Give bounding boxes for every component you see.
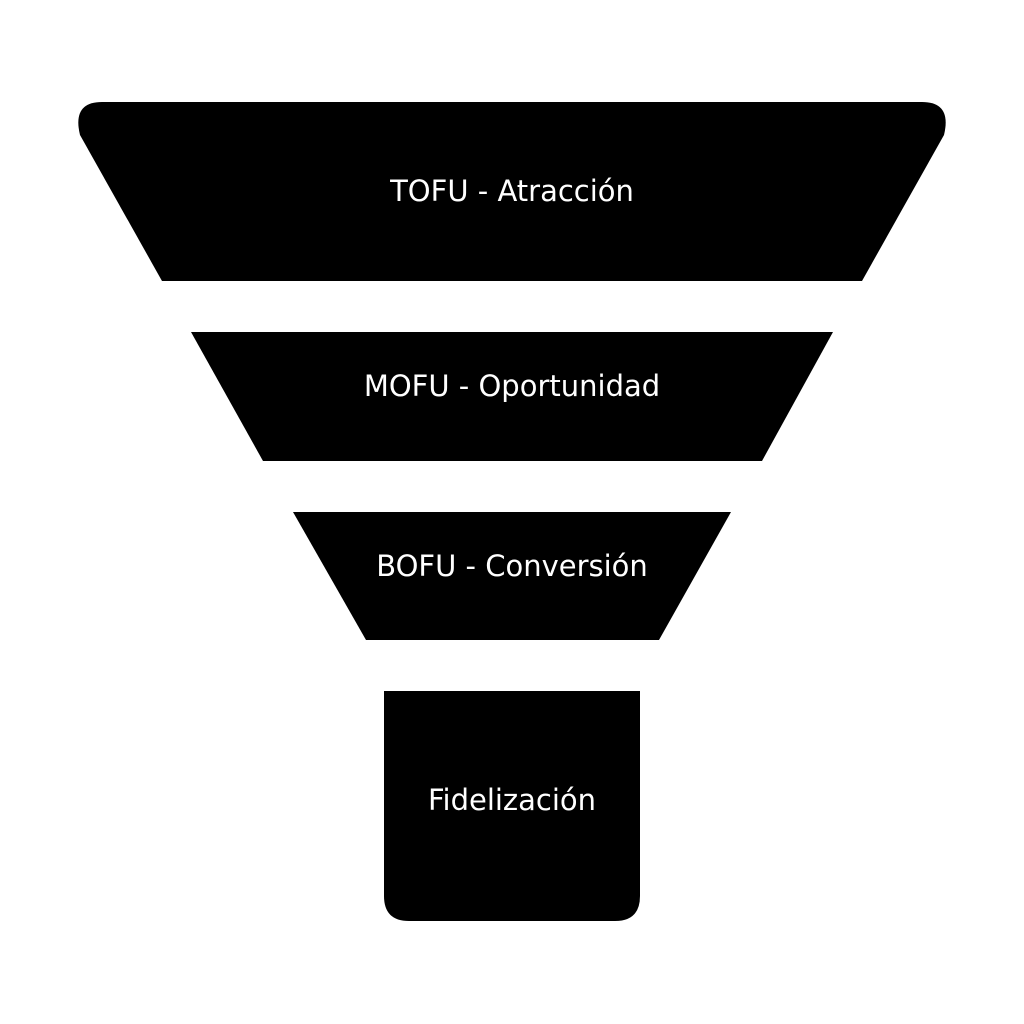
funnel-stage-tofu-shape bbox=[78, 102, 946, 281]
funnel-stage-mofu-shape bbox=[191, 332, 833, 461]
funnel-stage-bofu: BOFU - Conversión bbox=[293, 512, 731, 640]
funnel-stage-fidelizacion: Fidelización bbox=[384, 691, 640, 921]
funnel-stage-tofu: TOFU - Atracción bbox=[78, 102, 946, 281]
funnel-stage-bofu-shape bbox=[293, 512, 731, 640]
funnel-stage-tofu-label: TOFU - Atracción bbox=[389, 174, 634, 208]
funnel-stage-mofu-label: MOFU - Oportunidad bbox=[364, 369, 660, 403]
funnel-stage-fidelizacion-label: Fidelización bbox=[428, 783, 596, 817]
funnel-stage-mofu: MOFU - Oportunidad bbox=[191, 332, 833, 461]
funnel-stage-bofu-label: BOFU - Conversión bbox=[376, 549, 648, 583]
funnel-stage-fidelizacion-shape bbox=[384, 691, 640, 921]
